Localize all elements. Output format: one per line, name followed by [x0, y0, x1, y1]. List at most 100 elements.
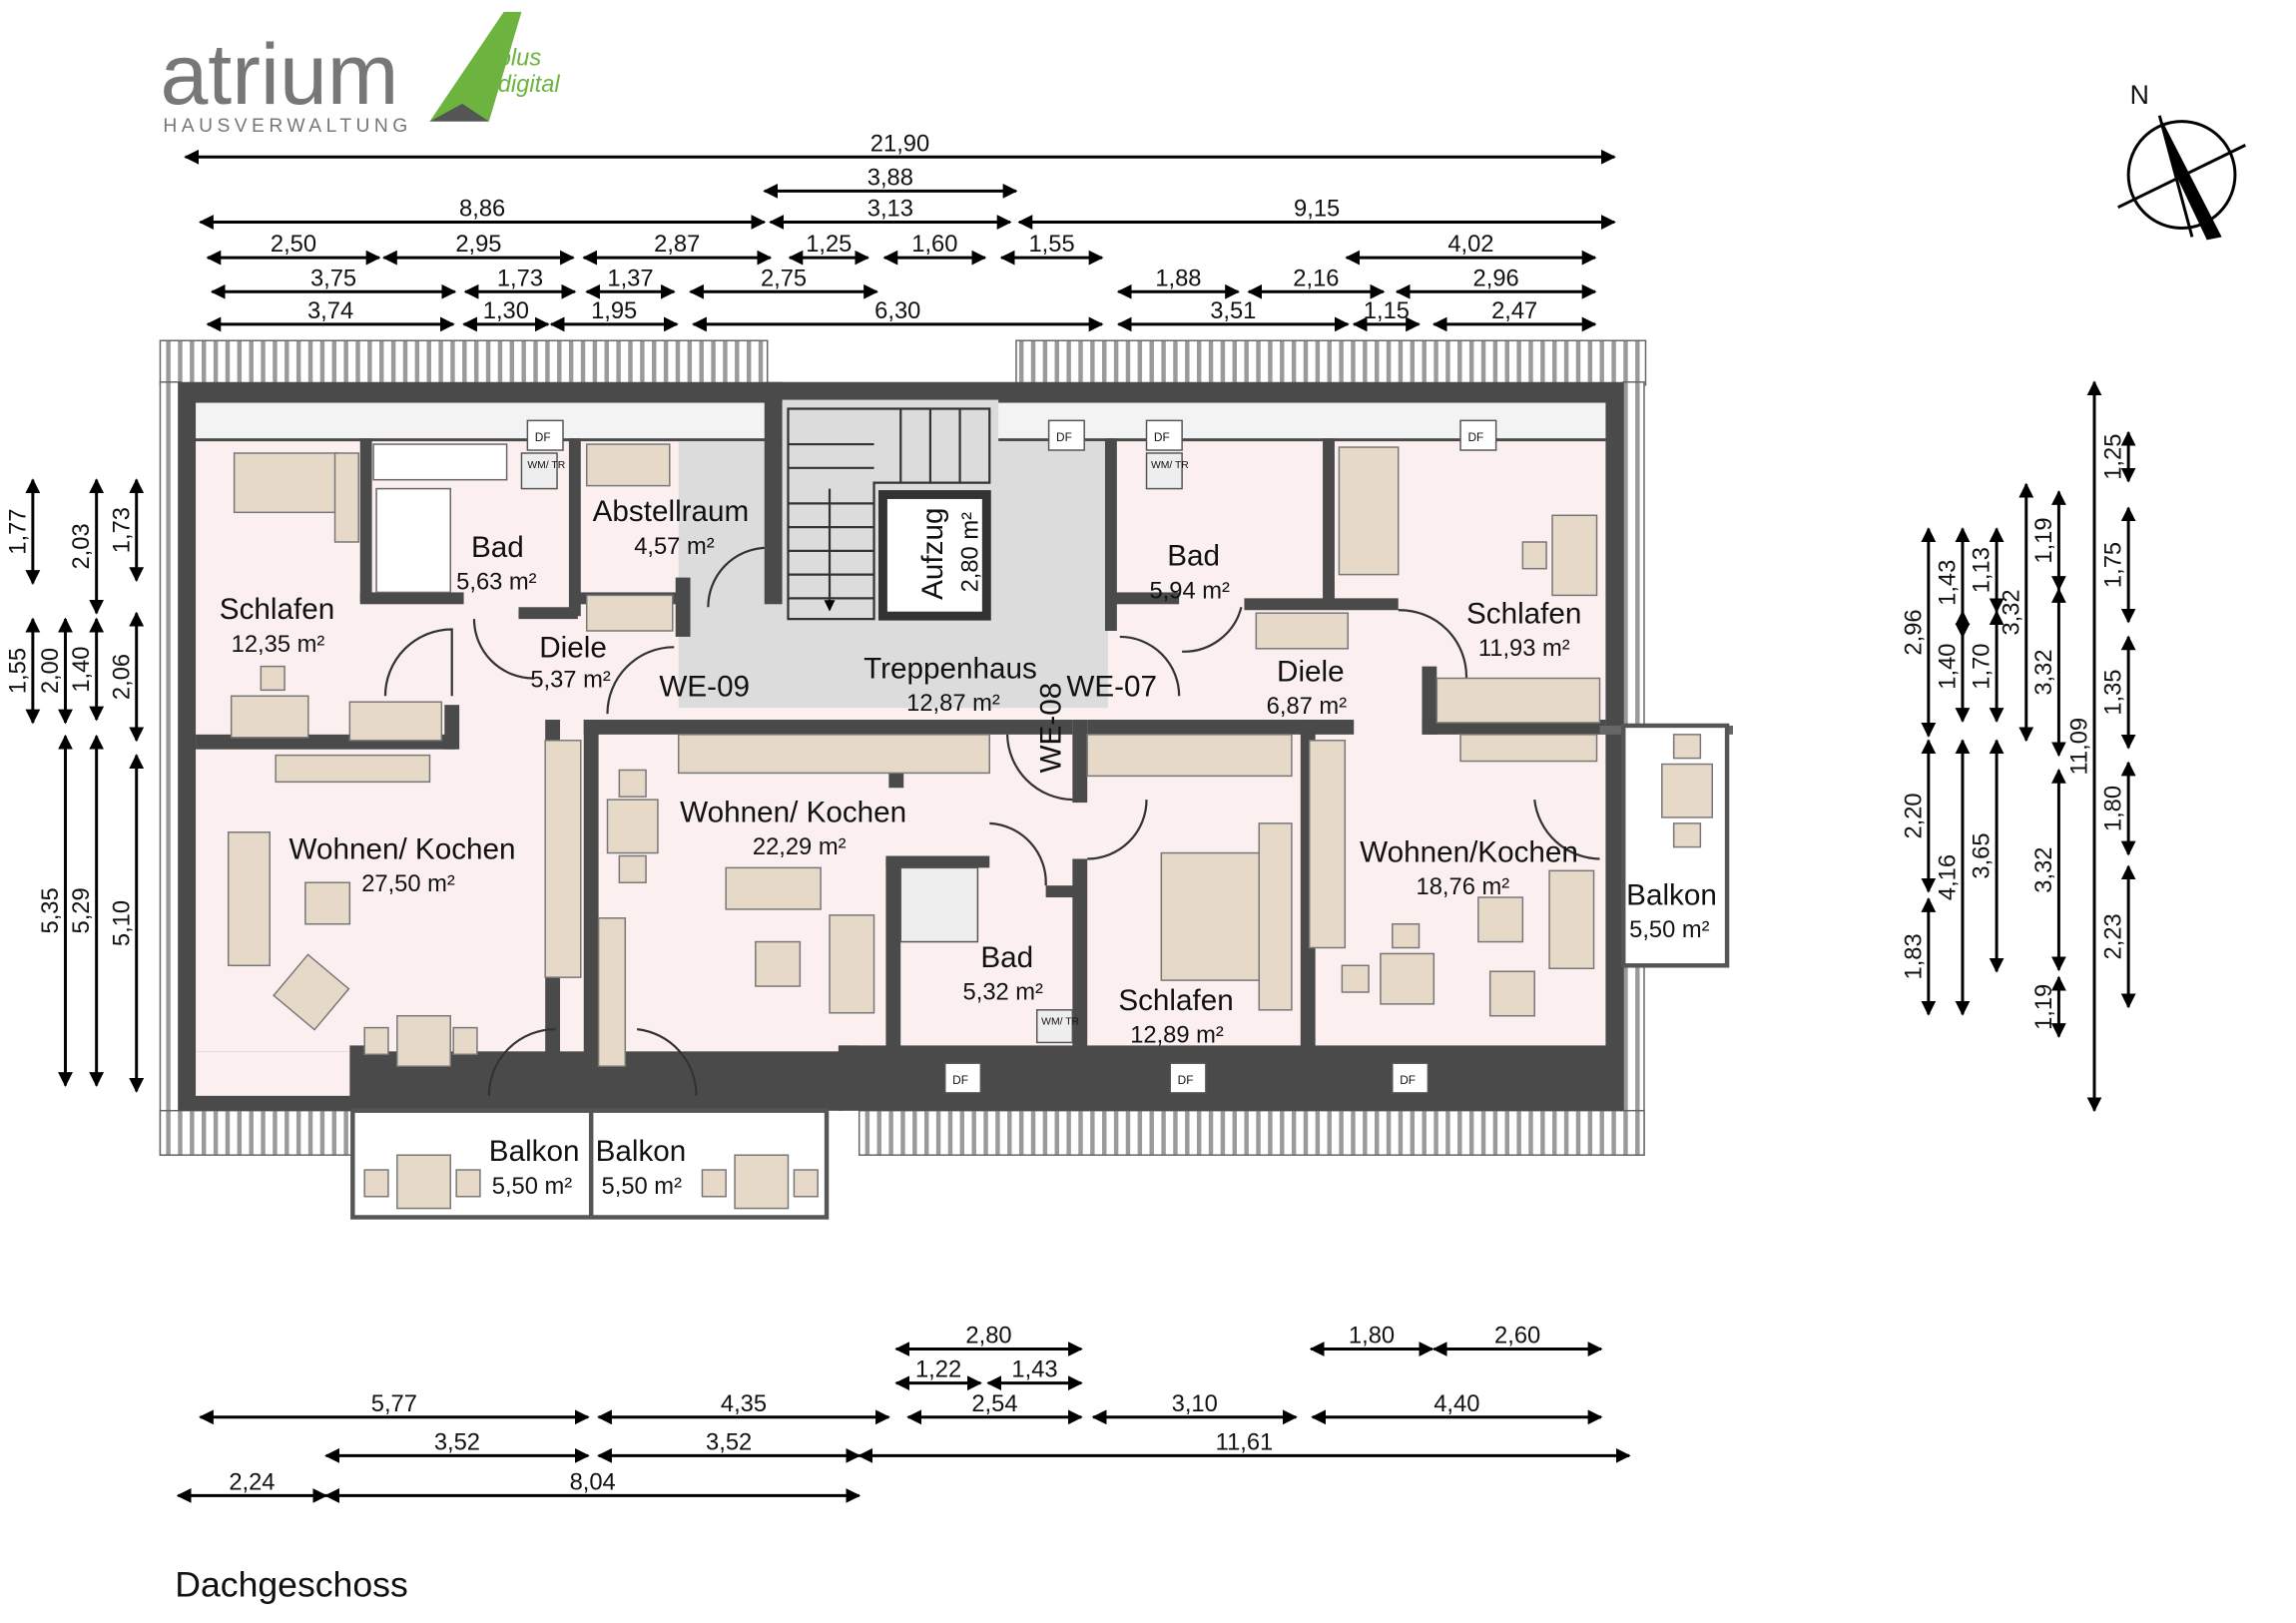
dimension-line: 1,43	[1936, 527, 1971, 639]
unit-label-we07: WE-07	[1066, 670, 1157, 703]
dimension-value: 5,77	[371, 1391, 417, 1417]
room-label: Wohnen/Kochen 18,76 m²	[1360, 835, 1578, 900]
logo-badge-text: digital	[498, 72, 561, 98]
room-area: 4,57 m²	[634, 534, 715, 560]
furniture	[227, 443, 1713, 1210]
dimension-line: 1,55	[999, 232, 1104, 266]
svg-text:WM/ TR: WM/ TR	[1041, 1017, 1079, 1028]
dimension-value: 3,10	[1172, 1391, 1218, 1417]
dimension-value: 1,88	[1155, 266, 1201, 291]
dimension-line: 9,15	[1017, 197, 1616, 230]
dimension-value: 1,55	[5, 648, 31, 694]
dimension-line: 1,35	[2101, 635, 2136, 750]
dimension-line: 11,09	[2067, 380, 2102, 1113]
dimension-value: 3,75	[310, 266, 356, 291]
dimension-value: 2,96	[1473, 266, 1519, 291]
room-area: 2,80 m²	[957, 512, 983, 593]
dimension-line: 1,77	[5, 478, 41, 586]
room-area: 5,37 m²	[530, 667, 611, 693]
dimension-value: 3,74	[307, 298, 353, 324]
dimension-value: 8,04	[570, 1469, 616, 1495]
dimension-line: 11,61	[858, 1429, 1631, 1463]
dimension-value: 1,40	[69, 646, 95, 692]
dimension-line: 3,13	[769, 197, 1012, 230]
dimension-line: 2,47	[1432, 298, 1597, 332]
dimension-line: 2,54	[906, 1391, 1083, 1425]
dimension-line: 1,80	[1309, 1324, 1435, 1356]
dimension-line: 1,95	[549, 298, 679, 332]
dimension-line: 1,73	[463, 266, 577, 299]
dimension-value: 2,47	[1491, 298, 1537, 324]
roof-window-icon: DF	[1047, 419, 1085, 451]
dimension-line: 2,06	[109, 611, 145, 743]
room-area: 12,87 m²	[906, 691, 1000, 717]
dimension-value: 1,25	[2101, 434, 2127, 480]
dimension-line: 5,10	[109, 754, 145, 1093]
dimension-value: 1,75	[2101, 542, 2127, 588]
room-name: Treppenhaus	[863, 652, 1037, 685]
dimension-value: 2,03	[69, 523, 95, 569]
dimension-line: 2,24	[176, 1469, 328, 1503]
dimension-line: 1,22	[894, 1357, 982, 1391]
svg-text:DF: DF	[1056, 430, 1072, 444]
dimension-line: 4,35	[597, 1391, 890, 1425]
dimension-line: 1,43	[986, 1357, 1083, 1391]
dimension-value: 11,09	[2067, 718, 2093, 776]
dimension-value: 2,75	[761, 266, 807, 291]
dimension-line: 2,03	[69, 478, 105, 615]
dimension-value: 11,61	[1216, 1429, 1274, 1455]
dimension-line: 3,75	[210, 266, 457, 299]
dimension-value: 1,15	[1364, 298, 1410, 324]
dimension-value: 6,30	[874, 298, 920, 324]
logo-sub: HAUSVERWALTUNG	[163, 116, 411, 137]
dimension-line: 3,32	[1999, 482, 2034, 743]
dimension-line: 3,32	[2031, 768, 2066, 972]
dimension-value: 1,37	[607, 266, 653, 291]
dimension-value: 1,80	[2101, 786, 2127, 831]
dimension-value: 4,02	[1447, 232, 1493, 258]
doors[interactable]	[383, 546, 1600, 1096]
dimension-value: 2,00	[38, 648, 64, 694]
dimension-line: 1,55	[5, 617, 41, 725]
dimension-line: 1,30	[462, 298, 550, 332]
dimension-line: 2,96	[1901, 527, 1937, 738]
room-name: Diele	[1277, 655, 1345, 688]
dimension-line: 1,60	[882, 232, 987, 266]
dimension-line: 3,32	[2031, 587, 2066, 758]
dimension-line: 2,80	[894, 1324, 1083, 1356]
roof-slope	[159, 339, 769, 386]
dimension-value: 2,54	[971, 1391, 1017, 1417]
logo-name: atrium	[160, 27, 398, 123]
dimension-value: 2,50	[271, 232, 316, 258]
room-name: Wohnen/Kochen	[1360, 835, 1578, 868]
room-area: 12,89 m²	[1130, 1022, 1224, 1048]
room-area: 5,50 m²	[602, 1174, 683, 1200]
dimension-value: 3,32	[2031, 649, 2057, 695]
roof-window-icon: DF	[1145, 419, 1183, 451]
roof-window-icon: DF	[1392, 1062, 1430, 1094]
dimension-value: 3,13	[867, 197, 913, 223]
room-area: 5,94 m²	[1149, 578, 1230, 604]
room-area: 5,50 m²	[492, 1174, 573, 1200]
dimension-line: 3,10	[1091, 1391, 1298, 1425]
dimension-value: 1,35	[2101, 669, 2127, 715]
dimension-value: 1,95	[591, 298, 637, 324]
room-name: Balkon	[1626, 878, 1717, 911]
dimension-line: 1,25	[788, 232, 870, 266]
dimension-line: 3,74	[206, 298, 455, 332]
dimension-line: 1,80	[2101, 761, 2136, 856]
dimension-value: 1,19	[2031, 517, 2057, 563]
roof-slope	[1015, 339, 1647, 386]
dimension-value: 4,16	[1936, 854, 1962, 900]
svg-text:DF: DF	[1400, 1073, 1416, 1087]
dimension-value: 3,88	[867, 165, 913, 191]
room-area: 18,76 m²	[1417, 874, 1510, 900]
dimension-value: 1,55	[1028, 232, 1074, 258]
